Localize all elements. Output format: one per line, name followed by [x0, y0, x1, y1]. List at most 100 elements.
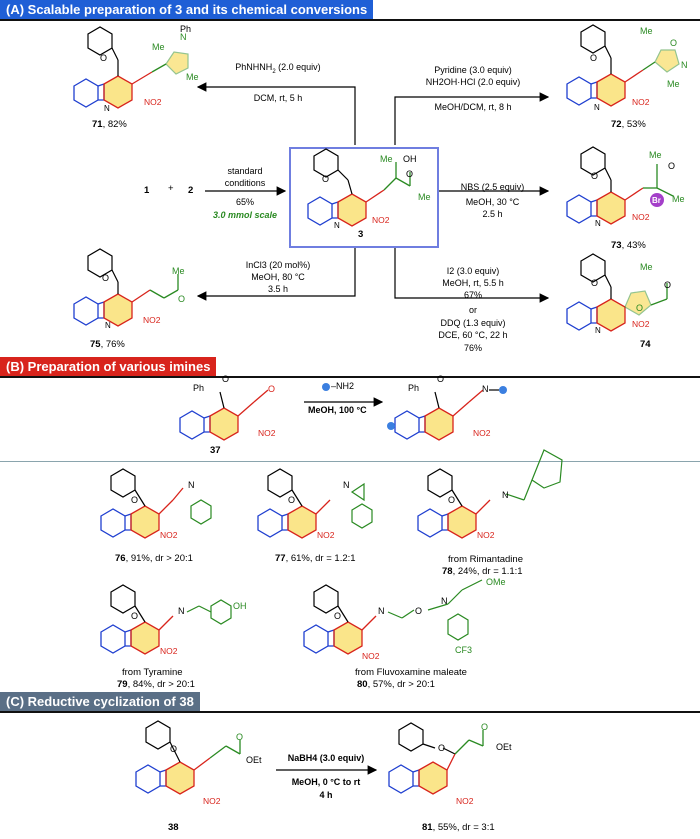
atom-n-71b: N	[180, 32, 187, 42]
caption-75: 75, 76%	[90, 339, 125, 350]
section-b-rule	[0, 376, 700, 378]
cond-73-line3: 2.5 h	[482, 209, 503, 219]
molecule-75	[73, 248, 179, 327]
cond-74-line7: 76%	[463, 343, 482, 353]
atom-n-72b: N	[681, 60, 688, 70]
atom-o-78: O	[448, 495, 456, 505]
atom-o-73b: O	[668, 161, 676, 171]
caption-77: 77, 61%, dr = 1.2:1	[275, 553, 356, 564]
atom-n-71: N	[104, 104, 110, 113]
atom-o-72b: O	[670, 38, 678, 48]
cond-73-line2: MeOH, 30 °C	[465, 197, 520, 207]
main-cond-scale: 3.0 mmol scale	[212, 210, 278, 220]
caption-78-from: from Rimantadine	[448, 554, 523, 565]
atom-o-79: O	[131, 611, 139, 621]
atom-ome-80: OMe	[486, 577, 506, 587]
atom-n-80b: N	[441, 596, 448, 606]
atom-no2-3: NO2	[372, 215, 390, 225]
atom-no2-77: NO2	[317, 530, 335, 540]
reactant-2: 2	[188, 185, 194, 196]
cond-74-line5: DDQ (1.3 equiv)	[440, 318, 506, 328]
atom-ph-37: Ph	[193, 383, 205, 393]
label-38: 38	[168, 822, 179, 833]
atom-o-81: O	[438, 743, 446, 753]
atom-n-75: N	[105, 321, 111, 330]
atom-no2-79: NO2	[160, 646, 178, 656]
caption-80: 80, 57%, dr > 20:1	[357, 679, 435, 690]
atom-o-74: O	[591, 278, 599, 288]
atom-no2-71: NO2	[144, 97, 162, 107]
atom-oh-3: OH	[403, 154, 417, 164]
caption-80-from: from Fluvoxamine maleate	[355, 667, 467, 678]
atom-no2-73: NO2	[632, 212, 650, 222]
cond-71-line1: PhNHNH2 (2.0 equiv)	[235, 62, 321, 75]
atom-o-76: O	[131, 495, 139, 505]
section-c-rule	[0, 711, 700, 713]
molecule-3	[307, 148, 411, 227]
caption-72: 72, 53%	[611, 119, 646, 130]
atom-o-77: O	[288, 495, 296, 505]
cond-73-line1: NBS (2.5 equiv)	[460, 182, 525, 192]
molecule-74	[566, 253, 668, 332]
plus-sign: +	[168, 183, 174, 194]
molecule-77	[257, 468, 373, 539]
section-c-cond-2: MeOH, 0 °C to rt	[291, 777, 361, 787]
atom-no2-81: NO2	[456, 796, 474, 806]
atom-o-75b: O	[178, 294, 186, 304]
atom-no2-75: NO2	[143, 315, 161, 325]
section-b-title: (B) Preparation of various imines	[0, 357, 217, 376]
atom-no2-78: NO2	[477, 530, 495, 540]
caption-76: 76, 91%, dr > 20:1	[115, 553, 193, 564]
cond-74-line4: or	[468, 305, 477, 315]
atom-o-38b: O	[236, 732, 244, 742]
section-c-cond-1: NaBH4 (3.0 equiv)	[287, 753, 365, 763]
atom-o-3b: O	[406, 169, 414, 179]
atom-me-3b: Me	[418, 192, 431, 202]
atom-me-75: Me	[172, 266, 185, 276]
cond-72-line2: NH2OH·HCl (2.0 equiv)	[425, 77, 521, 87]
caption-79-from: from Tyramine	[122, 667, 183, 678]
section-a-title: (A) Scalable preparation of 3 and its ch…	[0, 0, 374, 19]
atom-me-3a: Me	[380, 154, 393, 164]
molecule-37	[179, 389, 269, 441]
molecule-76	[100, 468, 212, 539]
atom-oh-79: OH	[233, 601, 247, 611]
section-b-arrow	[304, 383, 384, 407]
atom-o-37: O	[222, 374, 230, 384]
atom-o-37b: O	[268, 384, 276, 394]
atom-no2-38: NO2	[203, 796, 221, 806]
reactant-1: 1	[144, 185, 150, 196]
molecule-80	[303, 579, 483, 655]
atom-o-75: O	[102, 273, 110, 283]
molecule-imine-generic	[387, 386, 507, 441]
atom-n-76: N	[188, 480, 195, 490]
atom-br-73: Br	[652, 196, 661, 205]
atom-o-81b: O	[481, 722, 489, 732]
cond-74-line3: 67%	[463, 290, 482, 300]
atom-me-72b: Me	[667, 79, 680, 89]
atom-no2-37: NO2	[258, 428, 276, 438]
molecule-78	[417, 449, 563, 539]
atom-n-80: N	[378, 606, 385, 616]
cond-75-line1: InCl3 (20 mol%)	[245, 260, 311, 270]
atom-me-73a: Me	[649, 150, 662, 160]
atom-o-74c: O	[664, 280, 672, 290]
atom-o-71: O	[100, 53, 108, 63]
atom-me-71b: Me	[186, 72, 199, 82]
atom-no2-74: NO2	[632, 319, 650, 329]
main-cond-2: conditions	[224, 178, 266, 188]
section-c-arrow	[276, 765, 378, 775]
atom-n-3: N	[334, 221, 340, 230]
molecule-79	[100, 584, 232, 655]
atom-no2-imine: NO2	[473, 428, 491, 438]
section-a-arrows	[196, 82, 550, 303]
reagent-amine: –NH2	[331, 381, 355, 391]
atom-me-74: Me	[640, 262, 653, 272]
atom-me-73b: Me	[672, 194, 685, 204]
atom-o-73: O	[591, 171, 599, 181]
cond-74-line1: I2 (3.0 equiv)	[446, 266, 500, 276]
atom-n-77: N	[343, 480, 350, 490]
atom-no2-80: NO2	[362, 651, 380, 661]
cond-72-line3: MeOH/DCM, rt, 8 h	[434, 102, 512, 112]
atom-n-74: N	[595, 326, 601, 335]
